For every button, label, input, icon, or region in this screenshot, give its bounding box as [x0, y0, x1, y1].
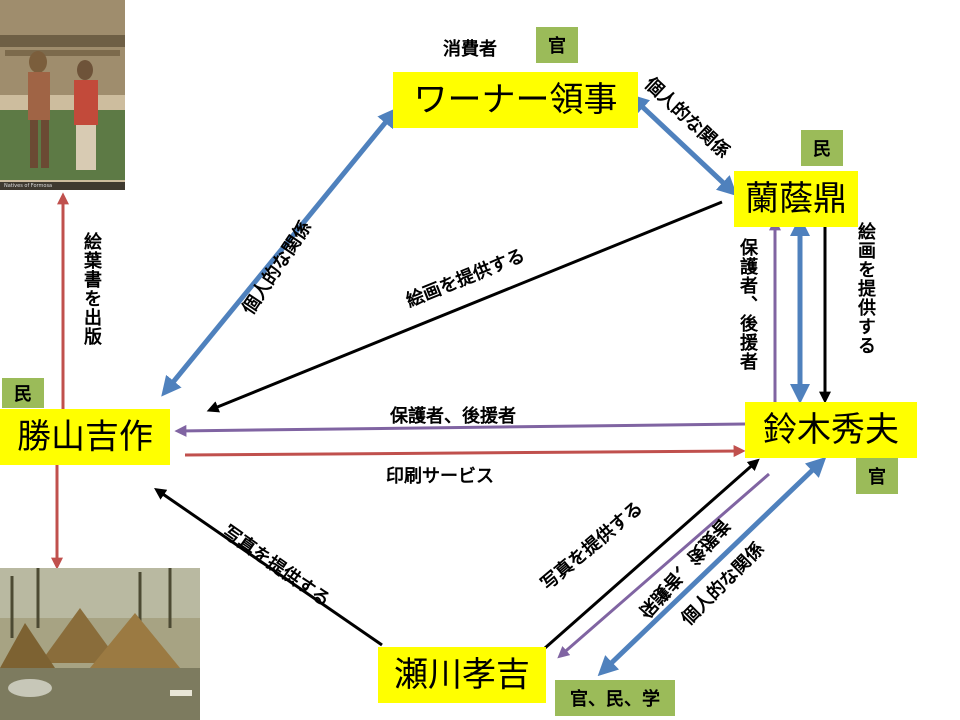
edge-suzuki-segawa-personal — [597, 456, 827, 677]
photo-caption: Natives of Formosa — [4, 183, 53, 189]
consumer-tag: 官 — [536, 27, 578, 63]
ransoding-tag: 民 — [801, 130, 843, 166]
label-katsuyama-postcard: 絵葉書を出版 — [81, 232, 102, 346]
village-painting — [0, 568, 200, 720]
label-ran-suzuki-patron: 保護者、後援者 — [737, 238, 758, 371]
node-katsuyama: 勝山吉作 — [0, 409, 170, 465]
edge-ransoding-katsuyama — [206, 200, 723, 413]
edge-suzuki-katsuyama-patron — [174, 422, 746, 437]
edge-katsuyama-warner — [161, 107, 398, 397]
edge-katsuyama-suzuki-print — [184, 445, 746, 458]
label-ran-suzuki-paint: 絵画を提供する — [855, 222, 876, 355]
edge-warner-ransoding — [628, 93, 738, 197]
consumer-label: 消費者 — [443, 39, 497, 60]
katsuyama-tag: 民 — [2, 378, 44, 408]
node-warner-consul: ワーナー領事 — [393, 72, 638, 128]
suzuki-tag: 官 — [856, 458, 898, 494]
aboriginal-photo: Natives of Formosa — [0, 0, 125, 190]
node-segawa: 瀬川孝吉 — [378, 647, 546, 703]
edge-segawa-katsuyama — [154, 487, 383, 647]
label-suzuki-katsuyama-patron: 保護者、後援者 — [390, 406, 516, 427]
label-katsuyama-suzuki-print: 印刷サービス — [386, 466, 494, 487]
node-suzuki: 鈴木秀夫 — [745, 402, 917, 458]
node-ransoding: 蘭蔭鼎 — [734, 171, 858, 227]
segawa-tag: 官、民、学 — [555, 680, 675, 716]
